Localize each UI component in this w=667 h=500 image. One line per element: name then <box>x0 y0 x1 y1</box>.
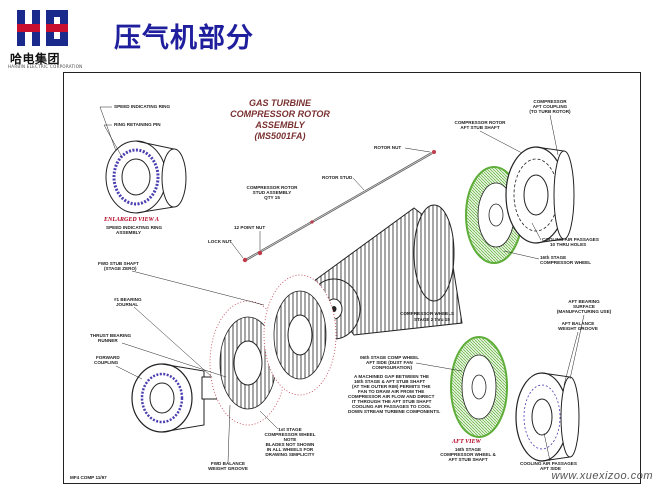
svg-text:LOCK NUT: LOCK NUT <box>208 239 232 244</box>
rotor-stud <box>242 150 436 263</box>
svg-text:WEIGHT GROOVE: WEIGHT GROOVE <box>558 326 598 331</box>
svg-text:(MS5001FA): (MS5001FA) <box>254 131 305 141</box>
svg-text:IN ALL WHEELS FOR: IN ALL WHEELS FOR <box>267 447 314 452</box>
svg-text:12 POINT NUT: 12 POINT NUT <box>234 225 265 230</box>
aft-note: 06th STAGE COMP WHEEL AFT SIDE (DUST FAN… <box>348 355 496 462</box>
svg-text:COMPRESSOR WHEEL &: COMPRESSOR WHEEL & <box>440 452 496 457</box>
svg-text:AFT STUB SHAFT: AFT STUB SHAFT <box>460 125 499 130</box>
enlarged-view-label: ENLARGED VIEW A <box>103 217 159 223</box>
svg-text:QTY 15: QTY 15 <box>264 195 280 200</box>
svg-text:STAGE 2 thru 15: STAGE 2 thru 15 <box>414 317 450 322</box>
rotor-nut-icon <box>432 150 436 154</box>
svg-text:STUD ASSEMBLY: STUD ASSEMBLY <box>253 190 292 195</box>
svg-text:(AT THE OUTER RIM) PERMITS THE: (AT THE OUTER RIM) PERMITS THE <box>352 384 431 389</box>
svg-text:FAN TO DRAW AIR FROM THE: FAN TO DRAW AIR FROM THE <box>358 389 424 394</box>
svg-text:DOWN STREAM TURBINE COMPONENTS: DOWN STREAM TURBINE COMPONENTS. <box>348 409 440 414</box>
svg-text:THRUST BEARING: THRUST BEARING <box>90 333 132 338</box>
svg-text:SPEED INDICATING RING: SPEED INDICATING RING <box>106 225 162 230</box>
speed-ring-labels: SPEED INDICATING RING RING RETAINING PIN… <box>99 104 170 235</box>
svg-text:FORWARD: FORWARD <box>96 355 120 360</box>
svg-text:NOTE: NOTE <box>284 437 297 442</box>
svg-text:COMPRESSOR: COMPRESSOR <box>533 99 567 104</box>
svg-text:COMPRESSOR WHEEL: COMPRESSOR WHEEL <box>264 432 315 437</box>
svg-text:RUNNER: RUNNER <box>98 338 118 343</box>
svg-text:GAS TURBINE: GAS TURBINE <box>249 98 312 108</box>
aft-bottom-labels: AFT BEARING SURFACE (MANUFACTURING USE) … <box>520 299 612 471</box>
aft-stub-shaft-bottom <box>515 372 580 462</box>
svg-text:(MANUFACTURING USE): (MANUFACTURING USE) <box>557 309 612 314</box>
svg-text:COMPRESSOR ROTOR: COMPRESSOR ROTOR <box>247 185 299 190</box>
svg-text:COMPRESSOR WHEELS: COMPRESSOR WHEELS <box>400 311 454 316</box>
svg-text:(STAGE ZERO): (STAGE ZERO) <box>104 266 137 271</box>
aft-stub-labels: COMPRESSOR ROTOR AFT STUB SHAFT COMPRESS… <box>455 99 599 265</box>
svg-text:(TO TURB ROTOR): (TO TURB ROTOR) <box>529 109 571 114</box>
svg-text:ASSEMBLY: ASSEMBLY <box>116 230 141 235</box>
aft-view-green-wheel <box>450 336 508 438</box>
svg-text:RING RETAINING PIN: RING RETAINING PIN <box>114 122 161 127</box>
svg-text:WEIGHT GROOVE: WEIGHT GROOVE <box>208 466 248 471</box>
svg-text:AFT BALANCE: AFT BALANCE <box>562 321 595 326</box>
svg-text:16th STAGE & AFT STUB SHAFT: 16th STAGE & AFT STUB SHAFT <box>354 379 425 384</box>
speed-ring-enlarged-view <box>105 140 187 214</box>
svg-text:16th STAGE: 16th STAGE <box>455 447 481 452</box>
svg-text:ROTOR NUT: ROTOR NUT <box>374 145 401 150</box>
aft-view-label: AFT VIEW <box>451 439 482 445</box>
svg-text:AFT COUPLING: AFT COUPLING <box>533 104 568 109</box>
svg-text:SPEED INDICATING RING: SPEED INDICATING RING <box>114 104 170 109</box>
svg-text:ROTOR STUD: ROTOR STUD <box>322 175 353 180</box>
twelve-point-nut-icon <box>257 250 263 256</box>
first-stage-blade-row <box>209 300 287 426</box>
svg-text:BLADES NOT SHOWN: BLADES NOT SHOWN <box>266 442 315 447</box>
svg-text:AFT SIDE: AFT SIDE <box>540 466 561 471</box>
svg-text:CONFIGURATION): CONFIGURATION) <box>372 365 412 370</box>
svg-text:06th STAGE COMP WHEEL: 06th STAGE COMP WHEEL <box>360 355 419 360</box>
svg-text:COOLING AIR PASSAGES: COOLING AIR PASSAGES <box>520 461 577 466</box>
diagram-frame: GAS TURBINE COMPRESSOR ROTOR ASSEMBLY (M… <box>63 72 641 484</box>
second-stage-blade-row <box>263 274 337 396</box>
svg-text:COMPRESSOR ROTOR: COMPRESSOR ROTOR <box>230 109 330 119</box>
svg-text:AFT STUB SHAFT: AFT STUB SHAFT <box>448 457 487 462</box>
slide-title: 压气机部分 <box>114 23 254 54</box>
diagram-title: GAS TURBINE COMPRESSOR ROTOR ASSEMBLY (M… <box>230 98 330 141</box>
svg-text:IT THROUGH THE AFT STUB SHAFT: IT THROUGH THE AFT STUB SHAFT <box>352 399 432 404</box>
svg-text:COMPRESSOR WHEEL: COMPRESSOR WHEEL <box>540 260 591 265</box>
svg-text:FWD BALANCE: FWD BALANCE <box>211 461 245 466</box>
svg-text:COUPLING: COUPLING <box>94 360 119 365</box>
svg-text:COMPRESSOR ROTOR: COMPRESSOR ROTOR <box>455 120 507 125</box>
drawing-number: MF4 COMP 11/97 <box>70 475 107 480</box>
forward-labels: FWD STUB SHAFT (STAGE ZERO) #1 BEARING J… <box>70 261 316 480</box>
watermark: www.xuexizoo.com <box>551 470 653 482</box>
svg-text:16th STAGE: 16th STAGE <box>540 255 566 260</box>
svg-text:1st STAGE: 1st STAGE <box>278 427 301 432</box>
lock-nut-icon <box>242 257 248 263</box>
company-logo <box>17 10 68 46</box>
aft-stub-shaft-top <box>505 146 575 244</box>
svg-text:SURFACE: SURFACE <box>573 304 595 309</box>
svg-text:COOLING AIR PASSAGES: COOLING AIR PASSAGES <box>542 237 599 242</box>
company-name-en: HARBIN ELECTRIC CORPORATION <box>8 64 83 69</box>
compressor-wheels-label: COMPRESSOR WHEELS STAGE 2 thru 15 <box>400 311 454 322</box>
svg-text:10 THRU HOLES: 10 THRU HOLES <box>550 242 586 247</box>
svg-text:ASSEMBLY: ASSEMBLY <box>254 120 305 130</box>
svg-text:A MACHINED GAP BETWEEN THE: A MACHINED GAP BETWEEN THE <box>354 374 429 379</box>
svg-text:DRAWING SIMPLICITY: DRAWING SIMPLICITY <box>265 452 314 457</box>
compressor-rotor-diagram: GAS TURBINE COMPRESSOR ROTOR ASSEMBLY (M… <box>70 98 612 480</box>
svg-text:AFT BEARING: AFT BEARING <box>568 299 600 304</box>
svg-text:#1 BEARING: #1 BEARING <box>114 297 142 302</box>
company-name: 哈电集团 <box>10 52 61 66</box>
svg-text:FWD STUB SHAFT: FWD STUB SHAFT <box>98 261 139 266</box>
svg-text:AFT SIDE (DUST FAN: AFT SIDE (DUST FAN <box>366 360 413 365</box>
svg-text:COOLING AIR PASSAGES TO COOL: COOLING AIR PASSAGES TO COOL <box>352 404 431 409</box>
svg-text:JOURNAL: JOURNAL <box>116 302 138 307</box>
stud-labels: ROTOR NUT ROTOR STUD COMPRESSOR ROTOR ST… <box>208 145 431 259</box>
svg-text:COMPRESSOR AIR FLOW AND DIRECT: COMPRESSOR AIR FLOW AND DIRECT <box>348 394 435 399</box>
